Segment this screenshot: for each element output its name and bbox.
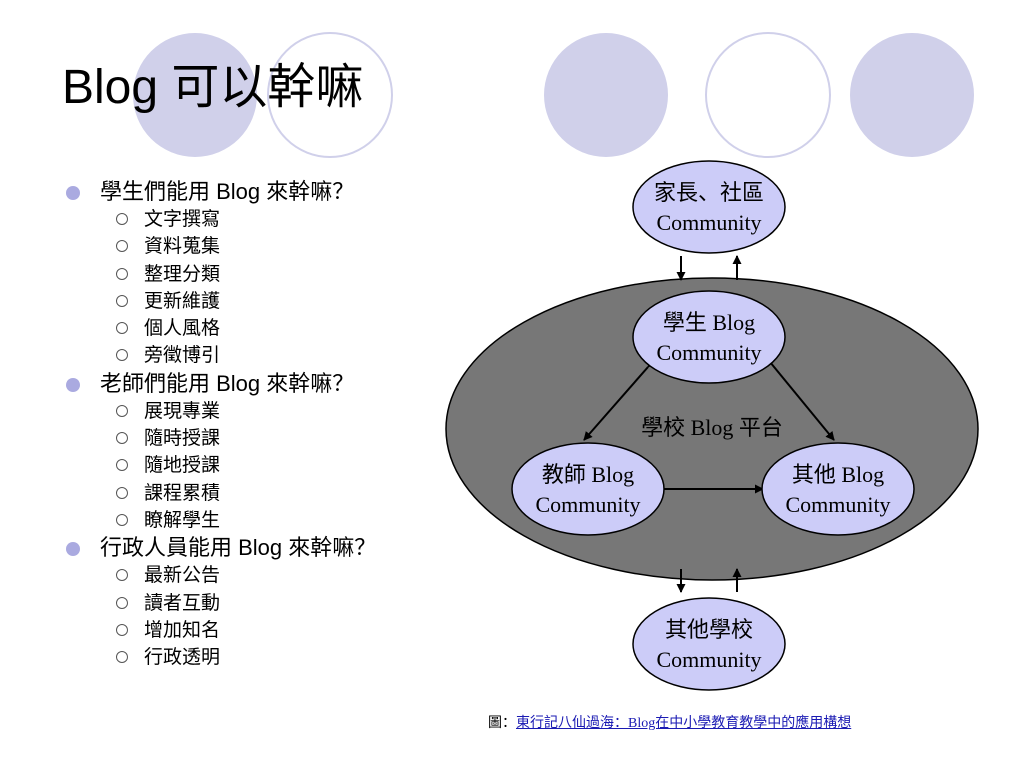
sub-bullet-text: 行政透明	[144, 647, 221, 669]
deco-circle	[705, 32, 831, 158]
ring-bullet-icon	[116, 459, 128, 472]
node-label-line1: 學生 Blog	[663, 310, 755, 335]
ring-bullet-icon	[116, 213, 128, 225]
ring-bullet-icon	[116, 596, 128, 609]
node-label-line1: 其他 Blog	[792, 462, 884, 487]
node-label-line2: Community	[656, 647, 761, 672]
node-ellipse	[761, 442, 915, 536]
sub-bullet-text: 整理分類	[144, 263, 221, 285]
ring-bullet-icon	[116, 404, 128, 417]
other-blog-community-node: 其他 Blog Community	[761, 442, 915, 536]
sub-bullet: 更新維護	[66, 288, 436, 315]
sub-bullet: 個人風格	[66, 315, 436, 342]
sub-bullet: 旁徵博引	[66, 342, 436, 369]
bullet-heading: 行政人員能用 Blog 來幹嘛？	[66, 534, 436, 562]
student-community-node: 學生 Blog Community	[632, 290, 786, 384]
node-ellipse	[632, 290, 786, 384]
ring-bullet-icon	[116, 569, 128, 582]
node-label-line1: 家長、社區	[654, 180, 764, 205]
node-label-line2: Community	[535, 492, 640, 517]
sub-bullet-text: 文字撰寫	[144, 209, 221, 230]
sub-bullet: 最新公告	[66, 562, 436, 589]
deco-circle	[850, 33, 974, 157]
deco-circle	[544, 33, 668, 157]
sub-bullet-text: 個人風格	[144, 318, 221, 340]
sub-bullet-text: 資料蒐集	[144, 236, 221, 258]
sub-bullet: 課程累積	[66, 480, 436, 507]
node-ellipse	[511, 442, 665, 536]
node-ellipse	[632, 160, 786, 254]
node-label-line1: 教師 Blog	[542, 462, 634, 487]
sub-bullet-text: 讀者互動	[144, 592, 221, 614]
ring-bullet-icon	[116, 322, 128, 335]
sub-bullet: 整理分類	[66, 261, 436, 288]
node-ellipse	[632, 597, 786, 691]
sub-bullet-text: 展現專業	[144, 400, 221, 422]
sub-bullet-text: 更新維護	[144, 290, 221, 312]
bullet-heading: 老師們能用 Blog 來幹嘛？	[66, 370, 436, 398]
sub-bullet-text: 瞭解學生	[144, 509, 221, 531]
bullet-dot	[66, 186, 80, 200]
node-label-line2: Community	[656, 210, 761, 235]
platform-label: 學校 Blog 平台	[641, 415, 783, 440]
caption-source-link[interactable]: 東行記八仙過海：Blog在中小學教育教學中的應用構想	[516, 716, 852, 731]
ring-bullet-icon	[116, 349, 128, 362]
sub-bullet-text: 課程累積	[144, 482, 221, 504]
deco-circle	[267, 32, 393, 158]
sub-bullet-text: 旁徵博引	[144, 345, 221, 367]
sub-bullet-text: 隨地授課	[144, 455, 221, 477]
bullet-heading-text: 學生們能用 Blog 來幹嘛？	[100, 179, 355, 204]
student-other-arrow	[761, 352, 835, 441]
ring-bullet-icon	[116, 651, 128, 664]
sub-bullet-text: 增加知名	[144, 619, 221, 641]
sub-bullet-text: 隨時授課	[144, 428, 221, 450]
ring-bullet-icon	[116, 486, 128, 499]
ring-bullet-icon	[116, 623, 128, 636]
node-label-line2: Community	[656, 340, 761, 365]
deco-circle	[133, 33, 257, 157]
ring-bullet-icon	[116, 432, 128, 445]
ring-bullet-icon	[116, 294, 128, 307]
sub-bullet: 資料蒐集	[66, 233, 436, 260]
student-teacher-arrow	[583, 358, 657, 441]
ring-bullet-icon	[116, 267, 128, 280]
bullet-heading-text: 老師們能用 Blog 來幹嘛？	[100, 370, 355, 396]
slide-title: Blog 可以幹嘛	[62, 61, 364, 114]
node-label-line1: 其他學校	[665, 617, 753, 642]
node-label-line2: Community	[785, 492, 890, 517]
figure-caption: 圖：東行記八仙過海：Blog在中小學教育教學中的應用構想	[488, 712, 851, 732]
caption-prefix: 圖：	[488, 716, 516, 731]
sub-bullet: 展現專業	[66, 398, 436, 425]
bullet-dot	[66, 542, 80, 557]
parents-community-node: 家長、社區 Community	[632, 160, 786, 254]
bullet-heading-text: 行政人員能用 Blog 來幹嘛？	[100, 535, 377, 561]
bullet-list: 學生們能用 Blog 來幹嘛？ 文字撰寫 資料蒐集 整理分類 更新維護 個人風格…	[66, 178, 436, 671]
sub-bullet: 增加知名	[66, 617, 436, 644]
other-school-community-node: 其他學校 Community	[632, 597, 786, 691]
sub-bullet: 隨時授課	[66, 425, 436, 452]
sub-bullet: 讀者互動	[66, 590, 436, 617]
ring-bullet-icon	[116, 513, 128, 526]
sub-bullet: 隨地授課	[66, 452, 436, 479]
sub-bullet: 瞭解學生	[66, 507, 436, 534]
bullet-heading: 學生們能用 Blog 來幹嘛？	[66, 178, 436, 206]
sub-bullet: 行政透明	[66, 644, 436, 671]
sub-bullet-text: 最新公告	[144, 565, 221, 587]
ring-bullet-icon	[116, 240, 128, 253]
sub-bullet: 文字撰寫	[66, 206, 436, 233]
teacher-community-node: 教師 Blog Community	[511, 442, 665, 536]
bullet-dot	[66, 377, 80, 392]
